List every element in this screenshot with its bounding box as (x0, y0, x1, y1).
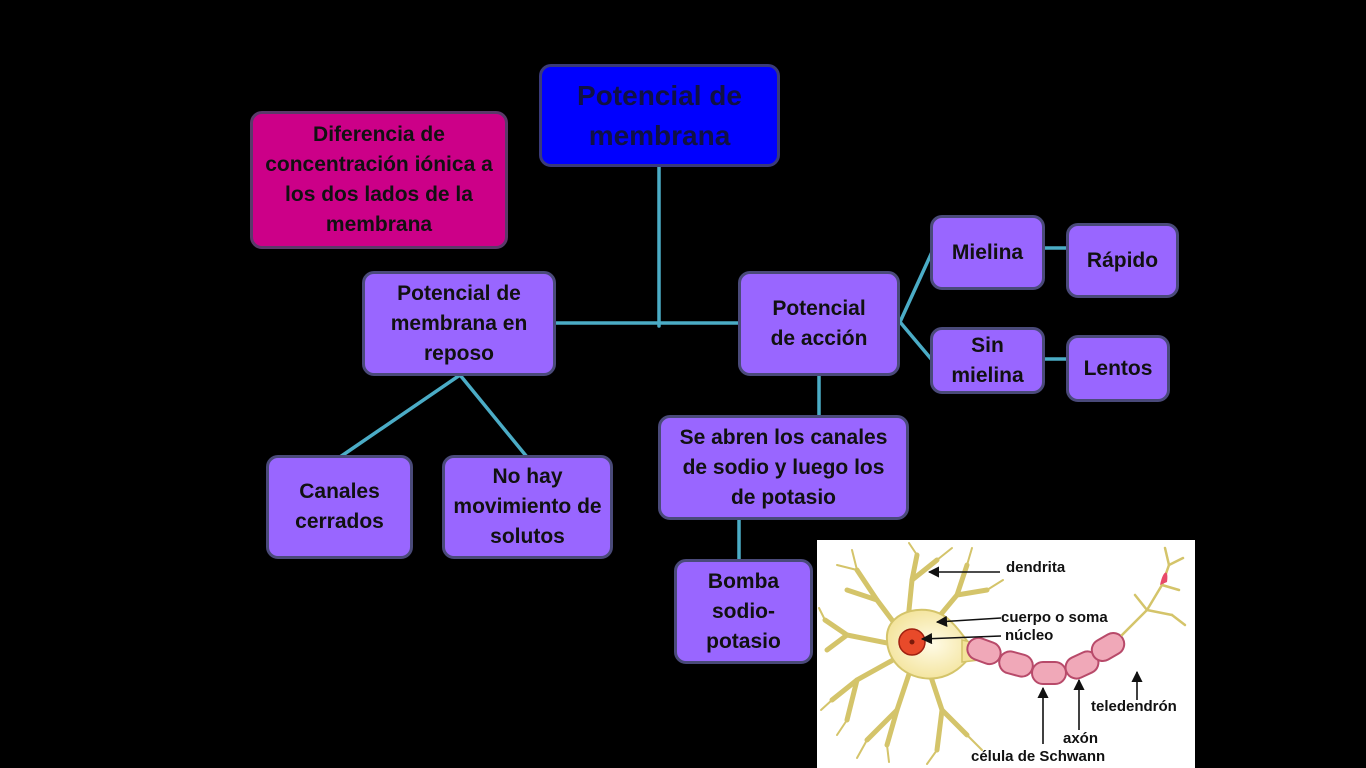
node-diferencia-concentracion-text: Diferencia de concentración iónica a los… (265, 123, 493, 236)
node-sin-mielina-text: Sin mielina (951, 333, 1024, 387)
node-potencial-membrana-text: Potencial de membrana (577, 79, 742, 151)
nucleolus (909, 639, 915, 645)
neuron-illustration: dendrita cuerpo o soma núcleo teledendró… (817, 540, 1195, 768)
node-no-hay-movimiento-text: No hay movimiento de solutos (453, 465, 602, 548)
node-rapido-text: Rápido (1086, 248, 1159, 272)
fine-dendrites (818, 542, 1004, 765)
label-arrows (920, 566, 1143, 744)
label-nucleo: núcleo (1005, 627, 1054, 644)
connector-reposo-nohay (458, 373, 529, 459)
connector-reposo-canales (338, 373, 462, 459)
node-potencial-accion: Potencial de acción (738, 271, 900, 376)
node-se-abren-canales: Se abren los canales de sodio y luego lo… (658, 415, 909, 520)
node-bomba-sodio-potasio-text: Bomba sodio-potasio (706, 569, 781, 653)
node-bomba-sodio-potasio: Bomba sodio-potasio (674, 559, 813, 664)
node-rapido: Rápido (1066, 223, 1179, 298)
node-potencial-reposo-text: Potencial de membrana en reposo (390, 281, 528, 365)
node-se-abren-canales-text: Se abren los canales de sodio y luego lo… (679, 425, 888, 509)
label-axon: axón (1063, 730, 1099, 747)
node-mielina-text: Mielina (951, 240, 1024, 264)
node-mielina: Mielina (930, 215, 1045, 290)
node-canales-cerrados: Canales cerrados (266, 455, 413, 559)
connector-accion-mielina (898, 250, 934, 324)
node-canales-cerrados-text: Canales cerrados (295, 480, 384, 533)
node-potencial-membrana: Potencial de membrana (539, 64, 780, 167)
neuron-drawing (818, 542, 1187, 765)
node-sin-mielina: Sin mielina (930, 327, 1045, 394)
node-potencial-accion-text: Potencial de acción (770, 296, 868, 350)
node-potencial-reposo: Potencial de membrana en reposo (362, 271, 556, 376)
teledendron-tip (1160, 572, 1168, 585)
label-cuerpo-soma: cuerpo o soma (1001, 609, 1108, 626)
axon (966, 632, 1126, 685)
node-lentos: Lentos (1066, 335, 1170, 402)
node-diferencia-concentracion: Diferencia de concentración iónica a los… (250, 111, 508, 249)
label-teledendron: teledendrón (1091, 698, 1177, 715)
node-no-hay-movimiento: No hay movimiento de solutos (442, 455, 613, 559)
teledendron-branches (1120, 546, 1187, 637)
label-dendrita: dendrita (1006, 559, 1066, 576)
label-celula-schwann: célula de Schwann (971, 748, 1106, 765)
connector-accion-sinmielina (898, 320, 934, 362)
node-lentos-text: Lentos (1083, 356, 1153, 380)
